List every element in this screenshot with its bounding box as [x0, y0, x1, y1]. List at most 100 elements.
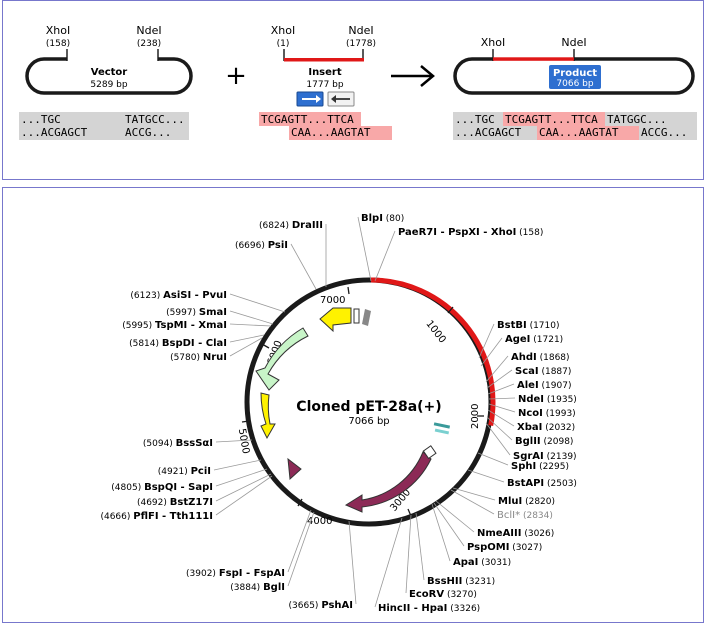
- feature-f1-ori[interactable]: [255, 327, 309, 391]
- vector-seq-bottom-left: ...ACGAGCT: [21, 126, 88, 139]
- arrow-right-icon: [391, 65, 435, 87]
- leader-line: [450, 489, 495, 515]
- site-label-apai[interactable]: ApaI (3031): [453, 557, 511, 568]
- leader-line: [486, 416, 513, 441]
- site-label-pflfi-tth111i[interactable]: (4666) PflFI - Tth111I: [100, 511, 213, 522]
- leader-line: [485, 422, 511, 456]
- site-label-bstz17i[interactable]: (4692) BstZ17I: [137, 497, 213, 508]
- plus-sign: +: [225, 61, 247, 91]
- site-label-ahdi[interactable]: AhdI (1868): [511, 352, 570, 363]
- insert-site-right-name: NdeI: [348, 24, 373, 37]
- site-label-pcii[interactable]: (4921) PciI: [158, 466, 211, 477]
- insert-seq-top: TCGAGTT...TTCA: [261, 113, 354, 126]
- product-badge[interactable]: [549, 65, 601, 89]
- site-label-bsss-i[interactable]: (5094) BssSαI: [143, 438, 213, 449]
- site-label-ecorv[interactable]: EcoRV (3270): [409, 589, 477, 600]
- vector-site-right-name: NdeI: [136, 24, 161, 37]
- site-label-tspmi-xmai[interactable]: (5995) TspMI - XmaI: [122, 320, 227, 331]
- vector-site-right-pos: (238): [137, 39, 161, 49]
- product-size: 7066 bp: [556, 79, 593, 89]
- leader-line: [488, 403, 516, 413]
- site-label-pshai[interactable]: (3665) PshAI: [289, 600, 353, 611]
- forward-orientation-button[interactable]: [296, 91, 324, 107]
- reverse-orientation-button[interactable]: [327, 91, 355, 107]
- site-label-ndei[interactable]: NdeI (1935): [518, 394, 577, 405]
- site-label-draiii[interactable]: (6824) DraIII: [259, 220, 323, 231]
- site-label-pspomi[interactable]: PspOMI (3027): [467, 542, 542, 553]
- insert-size: 1777 bp: [306, 80, 343, 90]
- product-seq-top-right: TATGGC...: [607, 113, 667, 126]
- product-seq-top-mid: TCGAGTT...TTCA: [505, 113, 598, 126]
- tick-label-5000: 5000: [236, 428, 251, 455]
- leader-line: [290, 243, 317, 290]
- site-label-smai[interactable]: (5997) SmaI: [166, 307, 227, 318]
- site-label-psii[interactable]: (6696) PsiI: [235, 240, 288, 251]
- leader-line: [478, 323, 495, 359]
- feature-bom[interactable]: [287, 457, 302, 481]
- product-seq-bottom-right: ACCG...: [641, 126, 687, 139]
- site-label-paer7i-pspxi-xhoi[interactable]: PaeR7I - PspXI - XhoI (158): [398, 227, 543, 238]
- feature-kan-promoter: [422, 445, 437, 460]
- leader-line: [415, 512, 425, 581]
- leader-line: [433, 502, 465, 547]
- site-label-sphi[interactable]: SphI (2295): [511, 461, 569, 472]
- leader-line: [215, 468, 268, 487]
- site-label-scai[interactable]: ScaI (1887): [515, 366, 571, 377]
- site-label-alei[interactable]: AleI (1907): [517, 380, 571, 391]
- leader-line: [467, 469, 505, 483]
- insert-site-left-pos: (1): [277, 39, 290, 49]
- insert-seq-top-box: [259, 112, 361, 126]
- leader-line: [477, 452, 509, 466]
- product-site-left: XhoI: [481, 36, 505, 49]
- vector-seq-box: [19, 112, 189, 140]
- site-label-bspdi-clai[interactable]: (5814) BspDI - ClaI: [129, 338, 227, 349]
- leader-line: [348, 520, 357, 605]
- site-label-bstapi[interactable]: BstAPI (2503): [507, 478, 577, 489]
- leader-line: [374, 517, 403, 608]
- leader-line: [229, 310, 274, 325]
- site-label-fspi-fspai[interactable]: (3902) FspI - FspAI: [186, 568, 285, 579]
- site-label-hincii-hpai[interactable]: HincII - HpaI (3326): [378, 603, 480, 614]
- site-label-bgli[interactable]: (3884) BglI: [230, 582, 285, 593]
- vector-seq-top-right: TATGCC...: [125, 113, 185, 126]
- leader-line: [229, 337, 263, 357]
- site-label-blpi[interactable]: BlpI (80): [361, 213, 404, 224]
- product-insert-bar: [493, 57, 574, 61]
- leader-line: [435, 500, 475, 533]
- insert-seq-bottom: CAA...AAGTAT: [291, 126, 371, 139]
- site-label-asisi-pvui[interactable]: (6123) AsiSI - PvuI: [130, 290, 227, 301]
- leader-line: [480, 337, 503, 367]
- site-label-nmeaiii[interactable]: NmeAIII (3026): [477, 528, 554, 539]
- tick-label-7000: 7000: [320, 295, 345, 306]
- site-leader-lines: [213, 216, 516, 608]
- plasmid-map-panel: 1000 2000 3000 4000 5000 6000 7000 Clone…: [2, 187, 704, 623]
- tick-label-4000: 4000: [307, 516, 332, 527]
- site-label-sgrai[interactable]: SgrAI (2139): [513, 451, 577, 462]
- site-label-bglii[interactable]: BglII (2098): [515, 436, 573, 447]
- site-label-ncoi[interactable]: NcoI (1993): [518, 408, 576, 419]
- site-label-bspqi-sapi[interactable]: (4805) BspQI - SapI: [111, 482, 213, 493]
- arrow-right-icon: [302, 95, 321, 103]
- leader-line: [487, 383, 515, 395]
- site-label-bcli-[interactable]: BclI* (2834): [497, 510, 553, 521]
- feature-ori[interactable]: [260, 392, 276, 440]
- product-seq-bottom-left: ...ACGAGCT: [455, 126, 522, 139]
- feature-kanR[interactable]: [344, 451, 432, 513]
- site-label-nrui[interactable]: (5780) NruI: [170, 352, 227, 363]
- site-label-bsshii[interactable]: BssHII (3231): [427, 576, 495, 587]
- vector-backbone: [25, 57, 193, 95]
- leader-line: [229, 293, 286, 313]
- plasmid-size: 7066 bp: [348, 416, 389, 427]
- feature-his-tag: [433, 422, 451, 435]
- site-label-mlui[interactable]: MluI (2820): [498, 496, 555, 507]
- vector-seq-top-left: ...TGC: [21, 113, 61, 126]
- site-label-xbai[interactable]: XbaI (2032): [517, 422, 575, 433]
- vector-seq-bottom-right: ACCG...: [125, 126, 171, 139]
- vector-label: Vector: [91, 67, 128, 78]
- site-label-agei[interactable]: AgeI (1721): [505, 334, 563, 345]
- insert-site-left-name: XhoI: [271, 24, 295, 37]
- feature-lacI-promoter[interactable]: [319, 307, 352, 333]
- tick-label-1000: 1000: [423, 319, 447, 346]
- leader-line: [229, 334, 265, 343]
- site-label-bstbi[interactable]: BstBI (1710): [497, 320, 560, 331]
